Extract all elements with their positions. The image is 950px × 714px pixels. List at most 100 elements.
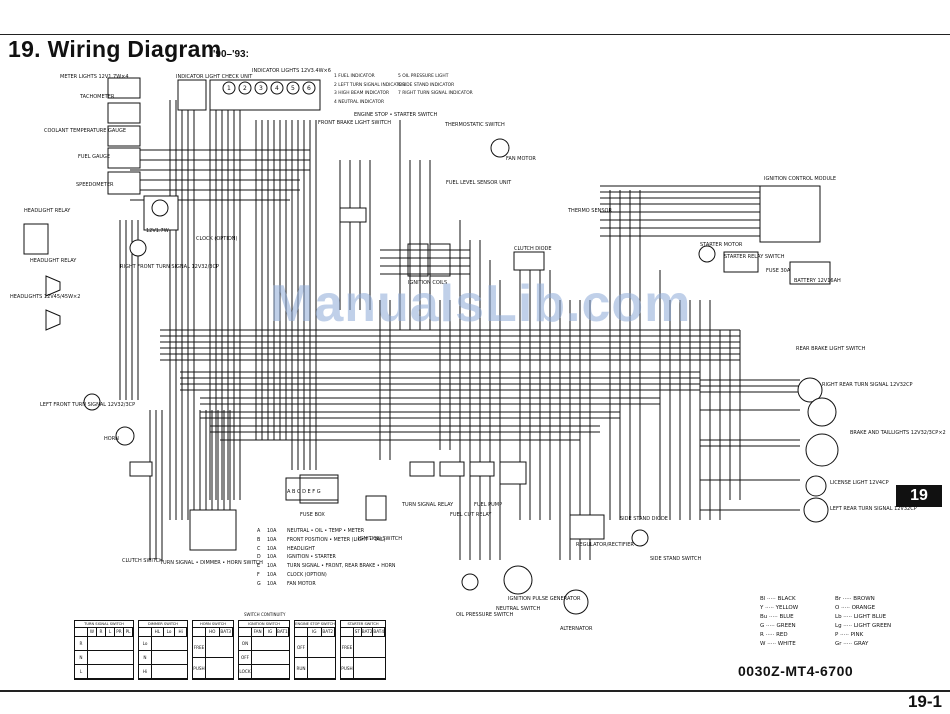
- label-fuel-pump: FUEL PUMP: [474, 502, 502, 508]
- switch-col-label: BAT3: [220, 628, 233, 636]
- label-ignition-switch: IGNITION SWITCH: [358, 536, 402, 542]
- label-left-rear-turn: LEFT REAR TURN SIGNAL 12V32CP: [830, 506, 917, 512]
- switch-col-label: HL: [152, 628, 164, 636]
- lamp-legend-2: 5 OIL PRESSURE LIGHT 6 SIDE STAND INDICA…: [398, 73, 473, 99]
- label-side-stand: SIDE STAND SWITCH: [650, 556, 702, 562]
- switch-table-title: STARTER SWITCH: [341, 621, 385, 628]
- label-coolant-gauge: COOLANT TEMPERATURE GAUGE: [44, 128, 126, 134]
- color-item: Bu ····· BLUE: [760, 614, 794, 620]
- label-ignition-control: IGNITION CONTROL MODULE: [764, 176, 836, 182]
- label-indicator-check: INDICATOR LIGHT CHECK UNIT: [176, 74, 253, 80]
- switch-table-row: N: [75, 651, 133, 665]
- footer-rule: [0, 690, 950, 692]
- label-starter-relay: STARTER RELAY SWITCH: [724, 254, 785, 260]
- component-labels: METER LIGHTS 12V1.7W×4 TACHOMETER COOLAN…: [10, 68, 946, 632]
- label-starter-motor: STARTER MOTOR: [700, 242, 743, 248]
- switch-col-label: IG: [308, 628, 322, 636]
- label-fuse-box: FUSE BOX: [300, 512, 325, 518]
- switch-row-label: ON: [239, 637, 252, 650]
- switch-table-row: FREE: [341, 637, 385, 658]
- label-alternator: ALTERNATOR: [560, 626, 593, 632]
- header-rule: [0, 34, 950, 35]
- color-item: Lb ····· LIGHT BLUE: [835, 614, 887, 620]
- coils: [285, 243, 759, 501]
- label-clutch-diode: CLUTCH DIODE: [514, 246, 552, 252]
- switch-col-label: IG: [264, 628, 277, 636]
- label-engine-stop: ENGINE STOP • STARTER SWITCH: [354, 112, 438, 118]
- color-item: R ····· RED: [760, 632, 788, 638]
- label-fuel-cut-relay: FUEL CUT RELAY: [450, 512, 492, 518]
- lamp-legend-item: 2 LEFT TURN SIGNAL INDICATOR: [334, 82, 406, 88]
- color-item: Y ····· YELLOW: [760, 605, 799, 611]
- document-number: 0030Z-MT4-6700: [738, 663, 854, 679]
- lamp-legend-item: 5 OIL PRESSURE LIGHT: [398, 74, 449, 79]
- lamp-legend-item: 1 FUEL INDICATOR: [334, 74, 375, 79]
- label-fuse-30a: FUSE 30A: [766, 268, 791, 274]
- label-speedometer: SPEEDOMETER: [76, 182, 114, 188]
- switch-continuity-title: SWITCH CONTINUITY: [244, 612, 286, 617]
- switch-table-row: Hi: [139, 665, 187, 679]
- label-license-light: LICENSE LIGHT 12V4CP: [830, 480, 889, 486]
- switch-table-row: FREE: [193, 637, 233, 658]
- lamp-number-5: 5: [291, 85, 295, 92]
- label-thermo-sensor: THERMO SENSOR: [567, 208, 612, 214]
- switch-col-label: BAT4: [373, 628, 385, 636]
- color-item: Br ····· BROWN: [835, 596, 875, 602]
- label-brake-tail: BRAKE AND TAILLIGHTS 12V32/3CP×2: [850, 430, 946, 436]
- color-item: Gr ····· GRAY: [835, 641, 869, 647]
- switch-col-label: HO: [206, 628, 220, 636]
- label-side-stand-diode: SIDE STAND DIODE: [620, 516, 668, 522]
- label-right-rear-turn: RIGHT REAR TURN SIGNAL 12V32CP: [822, 382, 913, 388]
- lamp-number-4: 4: [275, 85, 279, 92]
- switch-row-label: OFF: [239, 651, 252, 664]
- label-indicator-lights: INDICATOR LIGHTS 12V3.4W×6: [252, 68, 331, 74]
- switch-table-row: OFF: [295, 637, 335, 658]
- switch-row-label: Lo: [139, 637, 152, 650]
- label-meter-lights: METER LIGHTS 12V1.7W×4: [60, 74, 129, 80]
- label-headlight-relay-2: HEADLIGHT RELAY: [30, 258, 77, 264]
- switch-col-label: PR: [115, 628, 124, 636]
- indicator-lamps: [222, 81, 316, 95]
- switch-col-label: ST: [354, 628, 362, 636]
- switch-table-title: DIMMER SWITCH: [139, 621, 187, 628]
- switch-table-row: RUN: [295, 658, 335, 679]
- label-rear-brake: REAR BRAKE LIGHT SWITCH: [796, 346, 866, 352]
- switch-col-label: BAT2: [361, 628, 374, 636]
- switch-col-label: FAN: [252, 628, 265, 636]
- switch-row-label: PUSH: [341, 658, 354, 678]
- label-turn-relay: TURN SIGNAL RELAY: [401, 502, 454, 508]
- page-title: 19. Wiring Diagram: [8, 36, 222, 62]
- lamp-number-1: 1: [227, 85, 231, 92]
- switch-col-label: W: [88, 628, 97, 636]
- wire-grid: [119, 100, 800, 560]
- label-pulse-gen: IGNITION PULSE GENERATOR: [508, 596, 581, 602]
- lamp-number-3: 3: [259, 85, 263, 92]
- label-neutral-switch: NEUTRAL SWITCH: [496, 606, 541, 612]
- lamp-number-2: 2: [243, 85, 247, 92]
- switch-table-row: OFF: [239, 651, 289, 665]
- label-clock-spec: 12V1.7W: [146, 228, 169, 234]
- switch-table-row: PUSH: [193, 658, 233, 679]
- switch-row-label: FREE: [193, 637, 206, 657]
- section-tab[interactable]: 19: [896, 485, 942, 507]
- switch-table-row: R: [75, 637, 133, 651]
- label-horn: HORN: [104, 436, 119, 442]
- switch-table-row: ON: [239, 637, 289, 651]
- lamp-legend: 1 FUEL INDICATOR 2 LEFT TURN SIGNAL INDI…: [334, 73, 405, 107]
- switch-table-row: L: [75, 665, 133, 679]
- label-thermostatic: THERMOSTATIC SWITCH: [444, 122, 505, 128]
- switch-col-label: Lo: [164, 628, 176, 636]
